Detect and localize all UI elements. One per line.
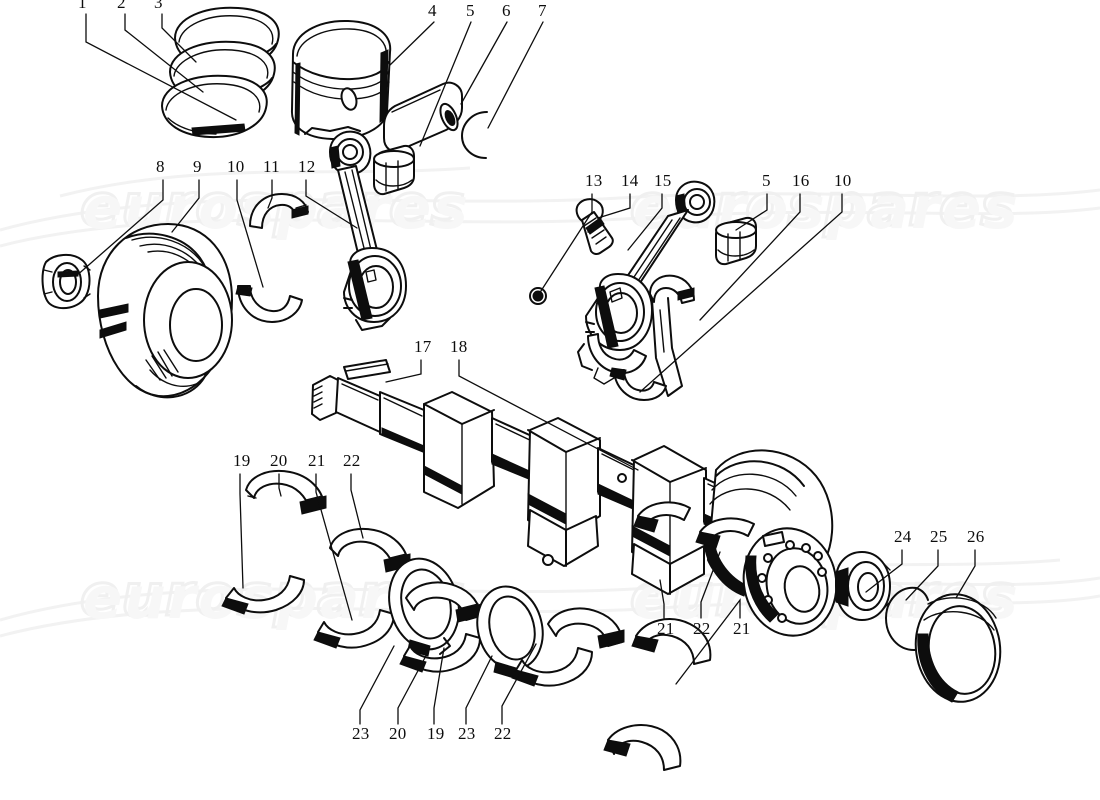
callout-number-15: 15	[654, 171, 672, 190]
callout-leader-line	[278, 473, 282, 497]
callout-number-2: 2	[117, 0, 126, 12]
callout-leader-line	[433, 647, 445, 725]
callout-number-22: 22	[693, 619, 711, 638]
callout-number-17: 17	[414, 337, 432, 356]
callout-number-23: 23	[352, 724, 370, 743]
callout-leader-line	[627, 193, 663, 251]
callout-leader-line	[639, 193, 843, 393]
callout-number-1: 1	[78, 0, 87, 12]
callout-leader-line	[161, 13, 197, 63]
callout-leader-line	[389, 21, 435, 66]
callout-number-21: 21	[308, 451, 326, 470]
callout-leader-line	[305, 179, 358, 229]
pilot-bearing	[835, 551, 891, 621]
callout-number-25: 25	[930, 527, 948, 546]
callout-number-6: 6	[502, 1, 511, 20]
callout-number-14: 14	[621, 171, 639, 190]
callout-number-3: 3	[154, 0, 163, 12]
callout-leader-line	[385, 359, 422, 383]
callout-leader-line	[905, 549, 939, 601]
callout-number-12: 12	[298, 157, 316, 176]
bolt-head-detail	[529, 287, 547, 305]
connecting-rod-bolt	[575, 198, 614, 256]
callout-number-10: 10	[227, 157, 245, 176]
callout-leader-line	[675, 598, 741, 685]
connecting-rod-left	[329, 130, 407, 331]
callout-number-5: 5	[762, 171, 771, 190]
rear-oil-seal	[914, 593, 1002, 703]
callout-leader-line	[239, 473, 244, 589]
callout-leader-line	[74, 179, 164, 278]
callout-number-20: 20	[389, 724, 407, 743]
callout-leader-line	[315, 473, 353, 621]
callout-leader-line	[465, 655, 493, 725]
callout-leader-line	[359, 645, 395, 725]
callout-leader-line	[700, 551, 721, 619]
callout-number-10: 10	[834, 171, 852, 190]
callout-leader-line	[85, 13, 237, 121]
callout-leader-line	[659, 579, 665, 619]
bearing-shell-16	[649, 274, 695, 397]
callout-leader-line	[955, 549, 976, 599]
callout-leader-line	[538, 193, 593, 295]
crankshaft	[311, 375, 838, 637]
callout-leader-line	[458, 359, 639, 471]
woodruff-key	[343, 359, 391, 380]
callout-number-13: 13	[585, 171, 603, 190]
callout-leader-line	[350, 473, 364, 539]
callout-leader-line	[735, 193, 768, 231]
callout-leader-line	[865, 549, 903, 593]
callout-number-4: 4	[428, 1, 437, 20]
callout-number-20: 20	[270, 451, 288, 470]
callout-leader-line	[419, 21, 472, 147]
callout-number-18: 18	[450, 337, 468, 356]
callout-number-21: 21	[657, 619, 675, 638]
callout-number-19: 19	[427, 724, 445, 743]
gudgeon-pin-part	[383, 81, 463, 153]
callout-leader-line	[460, 21, 508, 105]
callout-number-9: 9	[193, 157, 202, 176]
piston-part	[290, 19, 392, 141]
crank-damper-part	[41, 223, 233, 399]
callout-leader-line	[171, 179, 200, 233]
callout-number-5: 5	[466, 1, 475, 20]
callout-leader-line	[699, 193, 801, 321]
main-bearing-shells	[221, 470, 755, 771]
callout-number-7: 7	[538, 1, 547, 20]
callout-leader-line	[501, 643, 537, 725]
callout-leader-line	[267, 179, 273, 209]
piston-rings-part	[161, 6, 280, 139]
callout-leader-line	[597, 193, 631, 219]
bearing-shell-10b	[609, 367, 667, 401]
callout-number-8: 8	[156, 157, 165, 176]
callout-number-21: 21	[733, 619, 751, 638]
callout-number-16: 16	[792, 171, 810, 190]
callout-number-24: 24	[894, 527, 912, 546]
small-end-bush-part	[373, 144, 415, 196]
callout-number-23: 23	[458, 724, 476, 743]
callout-number-22: 22	[343, 451, 361, 470]
circlip-part	[461, 111, 488, 159]
callout-number-19: 19	[233, 451, 251, 470]
bearing-shell-10	[235, 285, 303, 323]
callout-number-22: 22	[494, 724, 512, 743]
callout-leader-line	[397, 651, 429, 725]
bearing-shell-11	[249, 193, 309, 229]
connecting-rod-right	[577, 180, 716, 385]
callout-number-11: 11	[263, 157, 280, 176]
callout-number-26: 26	[967, 527, 985, 546]
callout-leader-line	[487, 21, 544, 129]
callout-leader-line	[236, 179, 264, 288]
callout-leader-line	[124, 13, 204, 93]
